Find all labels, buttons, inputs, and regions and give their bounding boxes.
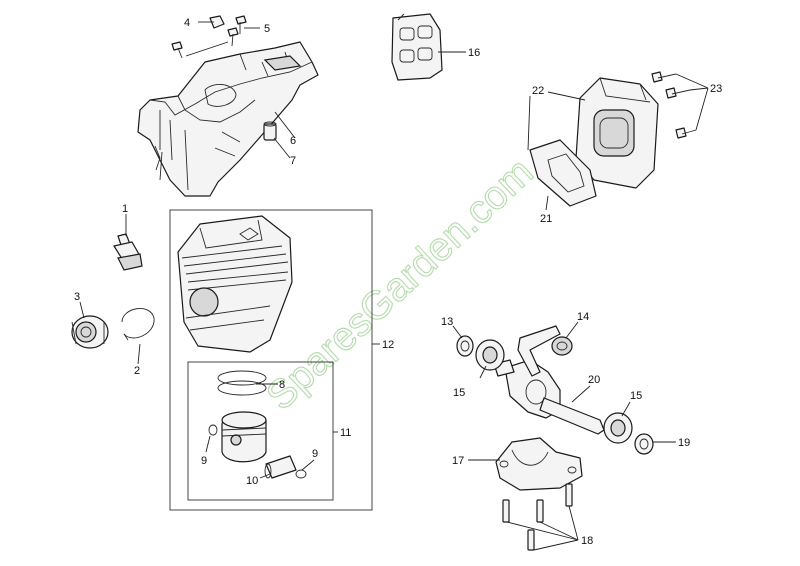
callout-23: 23 xyxy=(710,83,722,95)
callout-16: 16 xyxy=(468,47,480,59)
callout-20: 20 xyxy=(588,374,600,386)
piston-pin-part xyxy=(264,455,297,479)
callout-8: 8 xyxy=(279,379,285,391)
callout-15a: 15 xyxy=(453,387,465,399)
callout-19: 19 xyxy=(678,437,690,449)
piston-kit-box xyxy=(187,361,334,501)
cover-screws xyxy=(171,15,247,59)
muffler-part xyxy=(575,77,659,189)
sleeve-part xyxy=(263,121,277,141)
callout-labels: 4 5 6 7 16 22 23 21 1 3 2 12 8 11 9 9 10… xyxy=(74,17,722,547)
callout-15b: 15 xyxy=(630,390,642,402)
callout-9b: 9 xyxy=(312,448,318,460)
muffler-gasket-part xyxy=(529,139,597,207)
callout-10: 10 xyxy=(246,475,258,487)
callout-9a: 9 xyxy=(201,455,207,467)
bearing-15-left-part xyxy=(475,339,505,371)
needle-bearing-part xyxy=(551,336,573,356)
bearing-housing-part xyxy=(71,315,109,349)
callout-22: 22 xyxy=(532,85,544,97)
callout-7: 7 xyxy=(290,155,296,167)
crankcase-screws xyxy=(502,483,573,551)
circlip-part xyxy=(121,308,155,341)
callout-18: 18 xyxy=(581,535,593,547)
muffler-screws xyxy=(651,71,697,139)
leader-lines xyxy=(79,21,709,551)
callout-1: 1 xyxy=(122,203,128,215)
gasket-part xyxy=(391,13,443,81)
seal-19-part xyxy=(634,433,654,455)
bearing-15-right-part xyxy=(603,412,633,444)
crankcase-part xyxy=(495,437,583,491)
callout-3: 3 xyxy=(74,291,80,303)
pin-clips-part xyxy=(208,424,307,479)
callout-5: 5 xyxy=(264,23,270,35)
callout-11: 11 xyxy=(340,427,351,439)
callout-6: 6 xyxy=(290,135,296,147)
callout-14: 14 xyxy=(577,311,589,323)
callout-4: 4 xyxy=(184,17,190,29)
callout-12: 12 xyxy=(382,339,394,351)
cylinder-part xyxy=(177,215,293,353)
callout-21: 21 xyxy=(540,213,552,225)
watermark-text: SparesGarden.com xyxy=(258,150,542,419)
callout-17: 17 xyxy=(452,455,464,467)
spark-plug-part xyxy=(113,233,143,271)
cylinder-kit-box xyxy=(169,209,373,511)
top-cover-part xyxy=(137,41,319,197)
piston-rings-part xyxy=(217,370,267,396)
callout-13: 13 xyxy=(441,316,453,328)
piston-part xyxy=(221,411,267,463)
callout-2: 2 xyxy=(134,365,140,377)
seal-13-part xyxy=(456,335,474,357)
